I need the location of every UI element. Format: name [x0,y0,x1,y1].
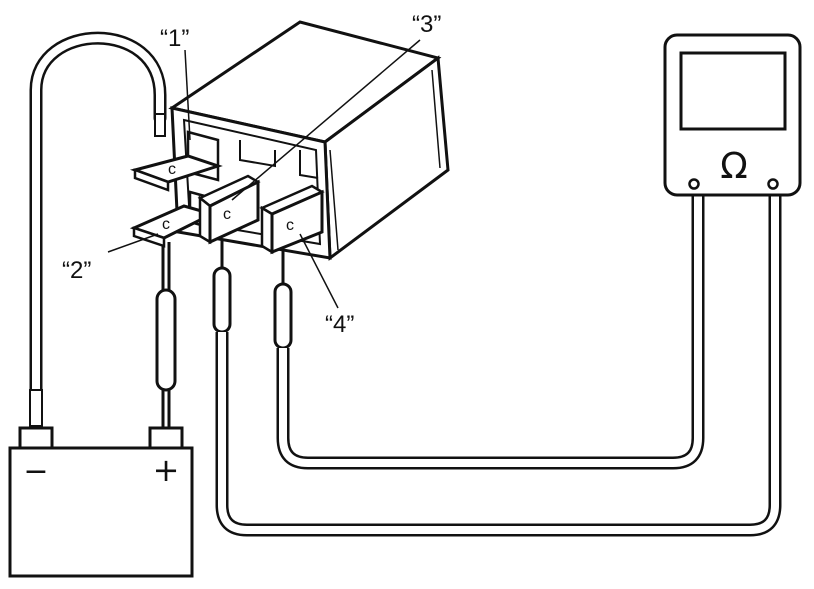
battery: − + [8,426,194,578]
battery-body [8,446,194,578]
terminal-3-tab-mark: c [223,206,231,223]
jumper-wire-negative-to-terminal-1 [29,31,167,427]
terminal-3-tab [208,179,260,245]
terminal-1: c [129,130,223,192]
inline-fuse-holder [155,288,177,392]
terminal-4-tab [270,189,324,255]
terminal-4-label: “4” [325,311,354,338]
probe-4 [273,282,293,350]
ohm-symbol: Ω [720,146,748,187]
terminal-4: c [259,184,325,255]
terminal-4-tab-mark: c [286,217,294,234]
leader-line-4 [299,233,339,309]
terminal-2-label: “2” [62,257,91,284]
ohmmeter-jack-right [767,178,779,190]
battery-negative-post [18,426,54,450]
ohmmeter-jack-left [688,178,700,190]
leader-line-3 [231,39,421,201]
terminal-1-label: “1” [160,25,189,52]
terminal-1-tab-mark: c [168,161,176,178]
terminal-2-tab-mark: c [162,216,170,233]
relay: c c c c [129,20,450,261]
ohmmeter-display [679,51,787,131]
ohmmeter-lead-terminal-4 [273,195,705,470]
ohmmeter: Ω [663,33,802,197]
leader-line-1 [184,49,191,141]
leader-line-2 [107,233,159,253]
terminal-3-label: “3” [412,11,441,38]
probe-3 [212,266,232,334]
positive-symbol: + [153,451,180,489]
negative-symbol: − [23,454,48,489]
battery-positive-post [148,426,184,450]
terminal-3: c [197,174,261,245]
jumper-wire-positive-to-terminal-2 [155,242,177,430]
ohmmeter-lead-terminal-3 [212,195,782,537]
